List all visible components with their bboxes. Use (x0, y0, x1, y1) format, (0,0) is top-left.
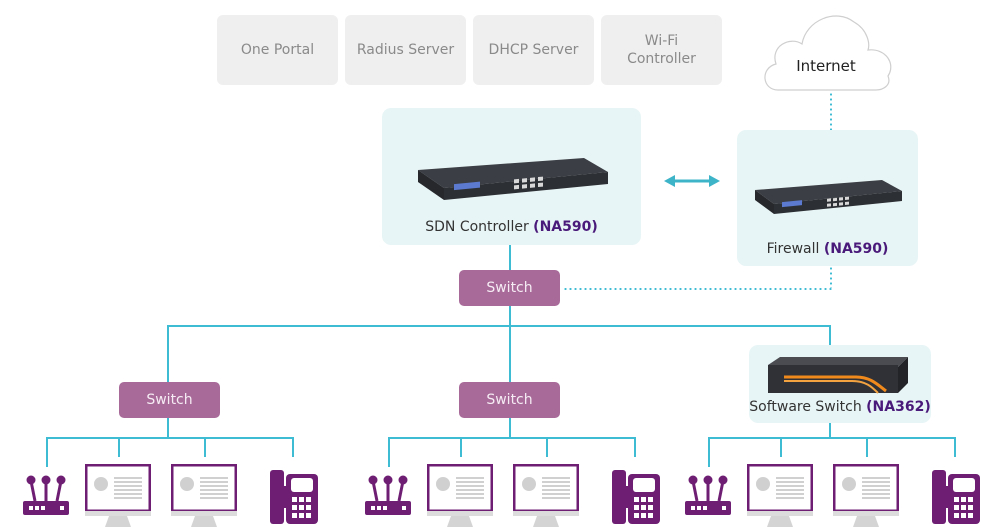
service-label: DHCP Server (488, 42, 579, 58)
internet-label: Internet (796, 57, 856, 75)
ip-phone-icon (270, 468, 320, 530)
wire-left-endpoint (118, 437, 120, 457)
wire-middle-drop (509, 418, 511, 437)
internet-cloud-icon (764, 15, 892, 91)
software-switch-appliance-icon (768, 357, 908, 394)
middle-switch: Switch (459, 382, 560, 418)
wire-middle-endpoint (634, 437, 636, 457)
left-switch: Switch (119, 382, 220, 418)
wire-left-bus (46, 437, 294, 439)
wire-right-endpoint (708, 437, 710, 467)
wire-left-endpoint (204, 437, 206, 457)
service-label: Wi-Fi Controller (627, 33, 696, 67)
wire-left-endpoint (292, 437, 294, 457)
monitor-icon (426, 463, 494, 532)
device-model: (NA590) (823, 241, 889, 257)
monitor-icon (746, 463, 814, 532)
service-label: One Portal (240, 42, 315, 58)
wire-right-endpoint (954, 437, 956, 457)
switch-label: Switch (146, 392, 193, 408)
wire-middle-endpoint (460, 437, 462, 457)
device-name: Software Switch (749, 399, 862, 415)
server-appliance-icon (418, 158, 608, 200)
firewall-appliance-icon (755, 180, 902, 214)
monitor-icon (84, 463, 152, 532)
service-radius-server: Radius Server (345, 15, 466, 85)
switch-label: Switch (486, 392, 533, 408)
monitor-icon (512, 463, 580, 532)
wire-sdn-to-core (509, 245, 511, 270)
wire-right-endpoint (780, 437, 782, 457)
internet-link (830, 92, 832, 130)
wire-left-endpoint (46, 437, 48, 467)
wire-right-drop (829, 423, 831, 437)
firewall-link-horizontal (563, 288, 832, 290)
wire-middle-endpoint (546, 437, 548, 457)
wire-middle-endpoint (388, 437, 390, 467)
service-one-portal: One Portal (217, 15, 338, 85)
router-icon (683, 473, 733, 521)
wire-right-endpoint (866, 437, 868, 457)
device-model: (NA362) (866, 399, 931, 415)
router-icon (363, 473, 413, 521)
device-name: Firewall (766, 241, 820, 257)
firewall-link-vertical (830, 266, 832, 288)
wire-left-drop (167, 418, 169, 437)
monitor-icon (832, 463, 900, 532)
service-wifi-controller: Wi-Fi Controller (601, 15, 722, 85)
device-model: (NA590) (533, 219, 598, 235)
bidirectional-arrow-icon (664, 175, 720, 187)
firewall-label: Firewall (NA590) (737, 241, 918, 257)
service-label: Radius Server (356, 42, 455, 58)
wire-distribution-bus (167, 325, 830, 327)
software-switch-label: Software Switch (NA362) (749, 399, 931, 415)
wire-to-left-switch (167, 325, 169, 382)
ip-phone-icon (932, 468, 982, 530)
device-name: SDN Controller (425, 219, 529, 235)
switch-label: Switch (486, 280, 533, 296)
wire-middle-bus (388, 437, 636, 439)
wire-right-bus (708, 437, 956, 439)
wire-to-software-switch (829, 325, 831, 345)
core-switch: Switch (459, 270, 560, 306)
ip-phone-icon (612, 468, 662, 530)
monitor-icon (170, 463, 238, 532)
wire-core-down (509, 306, 511, 382)
service-dhcp-server: DHCP Server (473, 15, 594, 85)
router-icon (21, 473, 71, 521)
sdn-controller-label: SDN Controller (NA590) (382, 219, 641, 235)
